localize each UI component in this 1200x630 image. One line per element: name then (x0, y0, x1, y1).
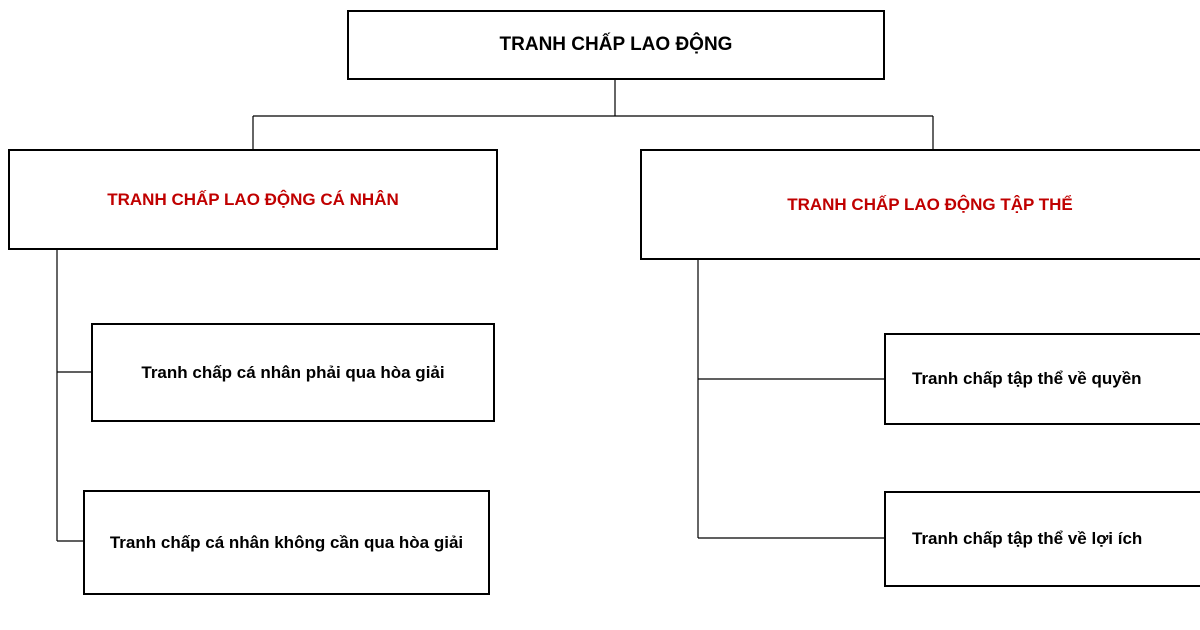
root-connector (252, 80, 934, 149)
leaf-node-label: Tranh chấp cá nhân phải qua hòa giải (141, 362, 445, 382)
root-node: TRANH CHẤP LAO ĐỘNG (347, 10, 885, 80)
leaf-node-label: Tranh chấp cá nhân không cần qua hòa giả… (109, 532, 464, 552)
left-branch-connector (56, 250, 91, 542)
leaf-node-individual-no-mediation: Tranh chấp cá nhân không cần qua hòa giả… (83, 490, 490, 595)
leaf-node-collective-interests: Tranh chấp tập thể về lợi ích (884, 491, 1200, 587)
category-node-collective-label: TRANH CHẤP LAO ĐỘNG TẬP THỂ (787, 194, 1073, 214)
leaf-node-label: Tranh chấp tập thể về lợi ích (912, 529, 1143, 549)
category-node-individual-label: TRANH CHẤP LAO ĐỘNG CÁ NHÂN (107, 189, 399, 209)
leaf-node-label: Tranh chấp tập thể về quyền (912, 369, 1142, 389)
root-node-label: TRANH CHẤP LAO ĐỘNG (499, 34, 733, 56)
leaf-node-collective-rights: Tranh chấp tập thể về quyền (884, 333, 1200, 425)
category-node-individual: TRANH CHẤP LAO ĐỘNG CÁ NHÂN (8, 149, 498, 250)
right-branch-connector (697, 260, 884, 539)
category-node-collective: TRANH CHẤP LAO ĐỘNG TẬP THỂ (640, 149, 1200, 260)
leaf-node-individual-mediation-required: Tranh chấp cá nhân phải qua hòa giải (91, 323, 495, 422)
